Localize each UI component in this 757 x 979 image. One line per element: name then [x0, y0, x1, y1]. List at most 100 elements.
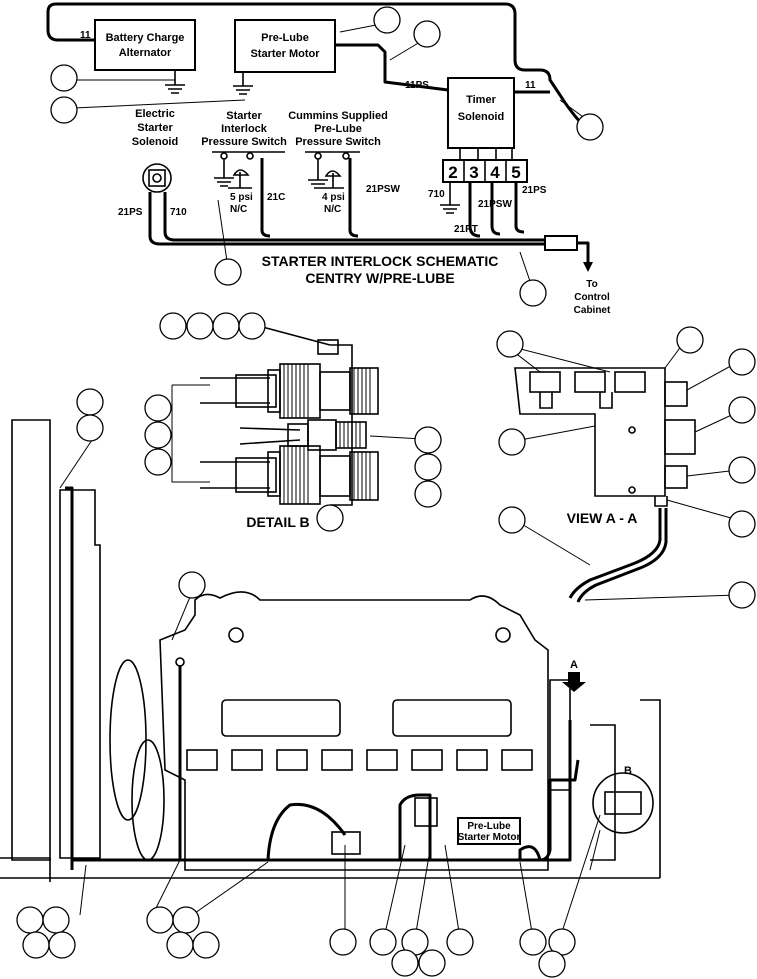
callout-circle — [144, 394, 172, 422]
callout-circle — [414, 426, 442, 454]
callout-circle — [413, 20, 441, 48]
psi4-label-2: N/C — [324, 204, 341, 215]
callout-circle — [192, 931, 220, 959]
battery-charge-alternator — [94, 19, 196, 71]
electric-solenoid-label-1: Electric — [135, 108, 175, 120]
callout-circle — [76, 388, 104, 416]
psi4-label-1: 4 psi — [322, 192, 345, 203]
ground-icon — [308, 159, 328, 189]
prelube-motor-label-2: Starter Motor — [250, 48, 320, 60]
timer-label-2: Solenoid — [458, 111, 504, 123]
cummins-label-3: Pressure Switch — [295, 136, 381, 148]
psi5-label-1: 5 psi — [230, 192, 253, 203]
pressure-switch-icon — [232, 169, 250, 176]
wire-label-21c: 21C — [267, 192, 285, 203]
interlock-label-3: Pressure Switch — [201, 136, 287, 148]
detail-b-circle — [592, 772, 654, 834]
callout-circle — [76, 414, 104, 442]
detail-b-label: DETAIL B — [246, 514, 309, 530]
psi5-label-2: N/C — [230, 204, 247, 215]
callout-circle — [166, 931, 194, 959]
to-control-1: To — [586, 279, 597, 290]
callout-circle — [42, 906, 70, 934]
wire-label-21psw-right: 21PSW — [478, 199, 512, 210]
prelube-starter-motor-box — [234, 19, 336, 73]
circle-b-label: B — [624, 765, 632, 777]
callout-circle — [329, 928, 357, 956]
harness-connector — [544, 235, 578, 251]
callout-circle — [414, 453, 442, 481]
callout-circle — [144, 448, 172, 476]
callout-circle — [22, 931, 50, 959]
schematic-title-2: CENTRY W/PRE-LUBE — [305, 270, 454, 286]
callout-circle — [728, 396, 756, 424]
engine-block — [159, 591, 549, 871]
engine-assembly: B A Pre-Lube Starter Motor — [0, 410, 661, 939]
enclosure-wall — [11, 419, 51, 861]
callout-circle — [159, 312, 187, 340]
timer-leads — [459, 148, 513, 160]
callout-circle — [576, 113, 604, 141]
wire-loop-11 — [46, 2, 582, 123]
wire-label-710-right: 710 — [428, 189, 445, 200]
callout-circle — [214, 258, 242, 286]
prelube-motor-label-1: Pre-Lube — [261, 32, 309, 44]
pressure-switch-icon — [414, 797, 438, 827]
callout-circle — [418, 949, 446, 977]
callout-circle — [414, 480, 442, 508]
timer-label-1: Timer — [466, 94, 496, 106]
cummins-label-1: Cummins Supplied — [288, 110, 388, 122]
callout-circle — [391, 949, 419, 977]
callout-circle — [16, 906, 44, 934]
timer-solenoid-box — [447, 77, 515, 149]
arrow-down-icon — [583, 262, 593, 272]
wire-label-21psw-mid: 21PSW — [366, 184, 400, 195]
hose — [568, 508, 668, 603]
callout-circle — [144, 421, 172, 449]
callout-circle — [728, 348, 756, 376]
view-aa-label: VIEW A - A — [567, 510, 638, 526]
detail-b: DETAIL B — [171, 324, 441, 530]
callout-circle — [146, 906, 174, 934]
interlock-label-1: Starter — [226, 110, 262, 122]
callout-circle — [728, 581, 756, 609]
ground-icon — [165, 70, 185, 94]
callout-circle — [178, 571, 206, 599]
callout-circle — [316, 504, 344, 532]
callout-circle — [369, 928, 397, 956]
callout-circle — [676, 326, 704, 354]
terminal-4: 4 — [490, 163, 500, 182]
schematic-title-1: STARTER INTERLOCK SCHEMATIC — [262, 253, 499, 269]
wire-label-21ps-right: 21PS — [522, 185, 547, 196]
wire-label-11ps: 11PS — [405, 80, 429, 91]
arrow-down-icon — [562, 672, 586, 692]
callout-circle — [519, 928, 547, 956]
electric-solenoid-label-3: Solenoid — [132, 136, 178, 148]
callout-circle — [212, 312, 240, 340]
pressure-switch-icon — [324, 170, 342, 177]
callout-circle — [50, 64, 78, 92]
engine-prelube-label-2: Starter Motor — [458, 832, 521, 843]
fan-pulley — [109, 659, 147, 821]
harness-bundle — [148, 158, 545, 246]
callout-circle — [172, 906, 200, 934]
callout-circle — [238, 312, 266, 340]
prelube-starter-motor-tag — [457, 817, 521, 845]
electric-solenoid-label-2: Starter — [137, 122, 173, 134]
callout-circle — [498, 428, 526, 456]
wire-11ps — [335, 43, 449, 92]
interlock-label-2: Interlock — [221, 123, 268, 135]
battery-label-1: Battery Charge — [106, 32, 185, 44]
callout-circle — [728, 510, 756, 538]
callout-circle — [50, 96, 78, 124]
callout-circle — [538, 950, 566, 978]
wire-label-11-left: 11 — [80, 30, 91, 41]
callout-circle — [728, 456, 756, 484]
to-control-2: Control — [574, 292, 610, 303]
view-aa: VIEW A - A — [504, 344, 739, 603]
wire-to-control — [577, 241, 590, 262]
wire-label-710-left: 710 — [170, 207, 187, 218]
valve-block — [514, 367, 666, 497]
callout-circle — [186, 312, 214, 340]
